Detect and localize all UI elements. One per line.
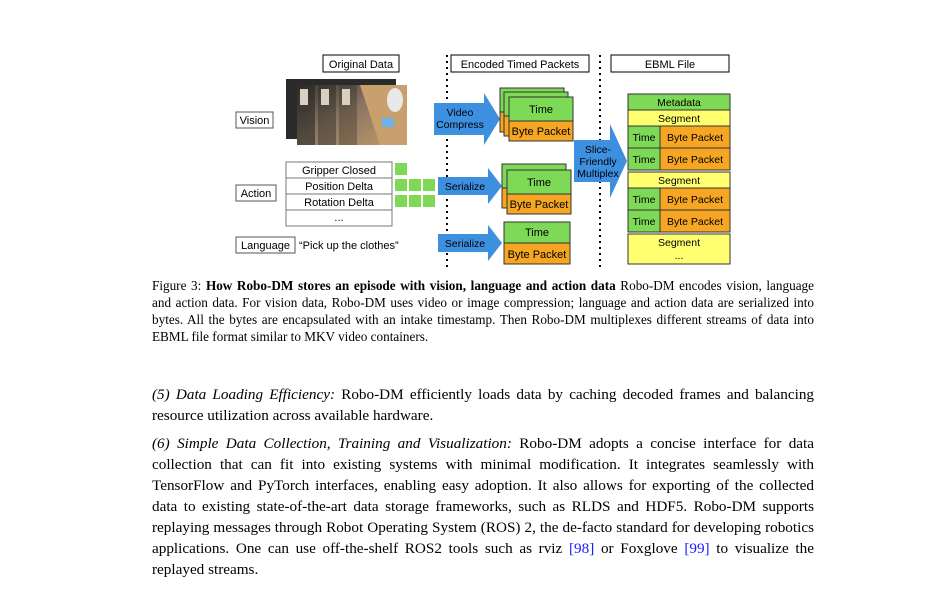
header-original-data: Original Data xyxy=(322,54,400,73)
p6-mid: or Foxglove xyxy=(594,540,685,557)
action-row-position: Position Delta xyxy=(305,181,374,193)
caption-title: How Robo-DM stores an episode with visio… xyxy=(205,278,616,293)
serialize-arrow-language: Serialize xyxy=(438,225,502,261)
ebml-ellipsis: ... xyxy=(675,250,684,262)
svg-text:Time: Time xyxy=(633,154,656,166)
figure-diagram: Original Data Encoded Timed Packets EBML… xyxy=(235,54,731,268)
serialize-arrow-action: Serialize xyxy=(438,168,502,204)
svg-text:Multiplex: Multiplex xyxy=(577,168,619,180)
label-action: Action xyxy=(235,184,277,202)
header-original-label: Original Data xyxy=(329,59,394,71)
caption-body: Robo-DM encodes vision, language and act… xyxy=(152,278,814,344)
svg-text:Vision: Vision xyxy=(240,115,270,127)
header-ebml-file: EBML File xyxy=(610,54,730,73)
language-text: “Pick up the clothes” xyxy=(299,240,399,252)
ebml-file-column: Metadata Segment Time Byte Packet Time B… xyxy=(627,93,731,265)
paragraph-data-loading: (5) Data Loading Efficiency: Robo-DM eff… xyxy=(152,384,814,426)
svg-text:Action: Action xyxy=(241,188,272,200)
language-packet-time: Time xyxy=(525,227,549,239)
action-row-rotation: Rotation Delta xyxy=(304,197,375,209)
svg-text:Slice-: Slice- xyxy=(585,144,612,156)
action-row-ellipsis: ... xyxy=(334,212,343,224)
svg-text:Time: Time xyxy=(633,194,656,206)
citation-link-99[interactable]: [99] xyxy=(684,540,710,557)
header-encoded-packets: Encoded Timed Packets xyxy=(450,54,590,73)
svg-text:Byte Packet: Byte Packet xyxy=(667,216,723,228)
ebml-segment-1: Segment xyxy=(658,113,700,125)
multiplex-arrow: Slice- Friendly Multiplex xyxy=(574,124,627,198)
svg-text:Serialize: Serialize xyxy=(445,181,485,193)
p5-body: Robo-DM efficiently loads data by cachin… xyxy=(152,386,815,424)
language-packet: Time Byte Packet xyxy=(503,221,571,265)
p5-heading: (5) Data Loading Efficiency: xyxy=(152,386,336,403)
language-packet-byte: Byte Packet xyxy=(508,249,567,261)
p6-heading: (6) Simple Data Collection, Training and… xyxy=(152,435,512,452)
svg-text:Compress: Compress xyxy=(436,119,484,131)
label-vision: Vision xyxy=(235,111,274,129)
svg-text:Serialize: Serialize xyxy=(445,238,485,250)
action-row-gripper: Gripper Closed xyxy=(302,165,376,177)
svg-text:Language: Language xyxy=(241,240,290,252)
vision-packet-byte: Byte Packet xyxy=(512,126,571,138)
p6-body: Robo-DM adopts a concise interface for d… xyxy=(152,435,814,557)
label-language: Language xyxy=(235,236,296,254)
citation-link-98[interactable]: [98] xyxy=(568,540,595,557)
vision-packet-time: Time xyxy=(529,104,553,116)
svg-text:Byte Packet: Byte Packet xyxy=(667,132,723,144)
action-table: Gripper Closed Position Delta Rotation D… xyxy=(285,161,393,227)
caption-label: Figure 3: xyxy=(152,278,206,293)
p6-end: to visualize the replayed streams. xyxy=(152,540,814,578)
ebml-segment-2: Segment xyxy=(658,175,700,187)
figure-caption: Figure 3: How Robo-DM stores an episode … xyxy=(152,277,814,345)
action-packet-time: Time xyxy=(527,177,551,189)
svg-text:Byte Packet: Byte Packet xyxy=(667,194,723,206)
vision-packet-stack: Time Byte Packet xyxy=(499,87,574,142)
ebml-metadata: Metadata xyxy=(657,97,701,109)
svg-text:Time: Time xyxy=(633,132,656,144)
header-encoded-label: Encoded Timed Packets xyxy=(461,59,580,71)
ebml-segment-3: Segment xyxy=(658,237,700,249)
paragraph-data-collection: (6) Simple Data Collection, Training and… xyxy=(152,433,814,580)
vision-frames-image xyxy=(286,79,407,145)
action-packet-byte: Byte Packet xyxy=(510,199,569,211)
action-green-cells xyxy=(395,163,435,207)
svg-text:Byte Packet: Byte Packet xyxy=(667,154,723,166)
video-compress-arrow: Video Compress xyxy=(434,93,500,145)
svg-text:Video: Video xyxy=(447,107,474,119)
svg-text:Friendly: Friendly xyxy=(579,156,617,168)
action-packet-stack: Time Byte Packet xyxy=(501,163,572,215)
svg-text:Time: Time xyxy=(633,216,656,228)
header-ebml-label: EBML File xyxy=(645,59,695,71)
